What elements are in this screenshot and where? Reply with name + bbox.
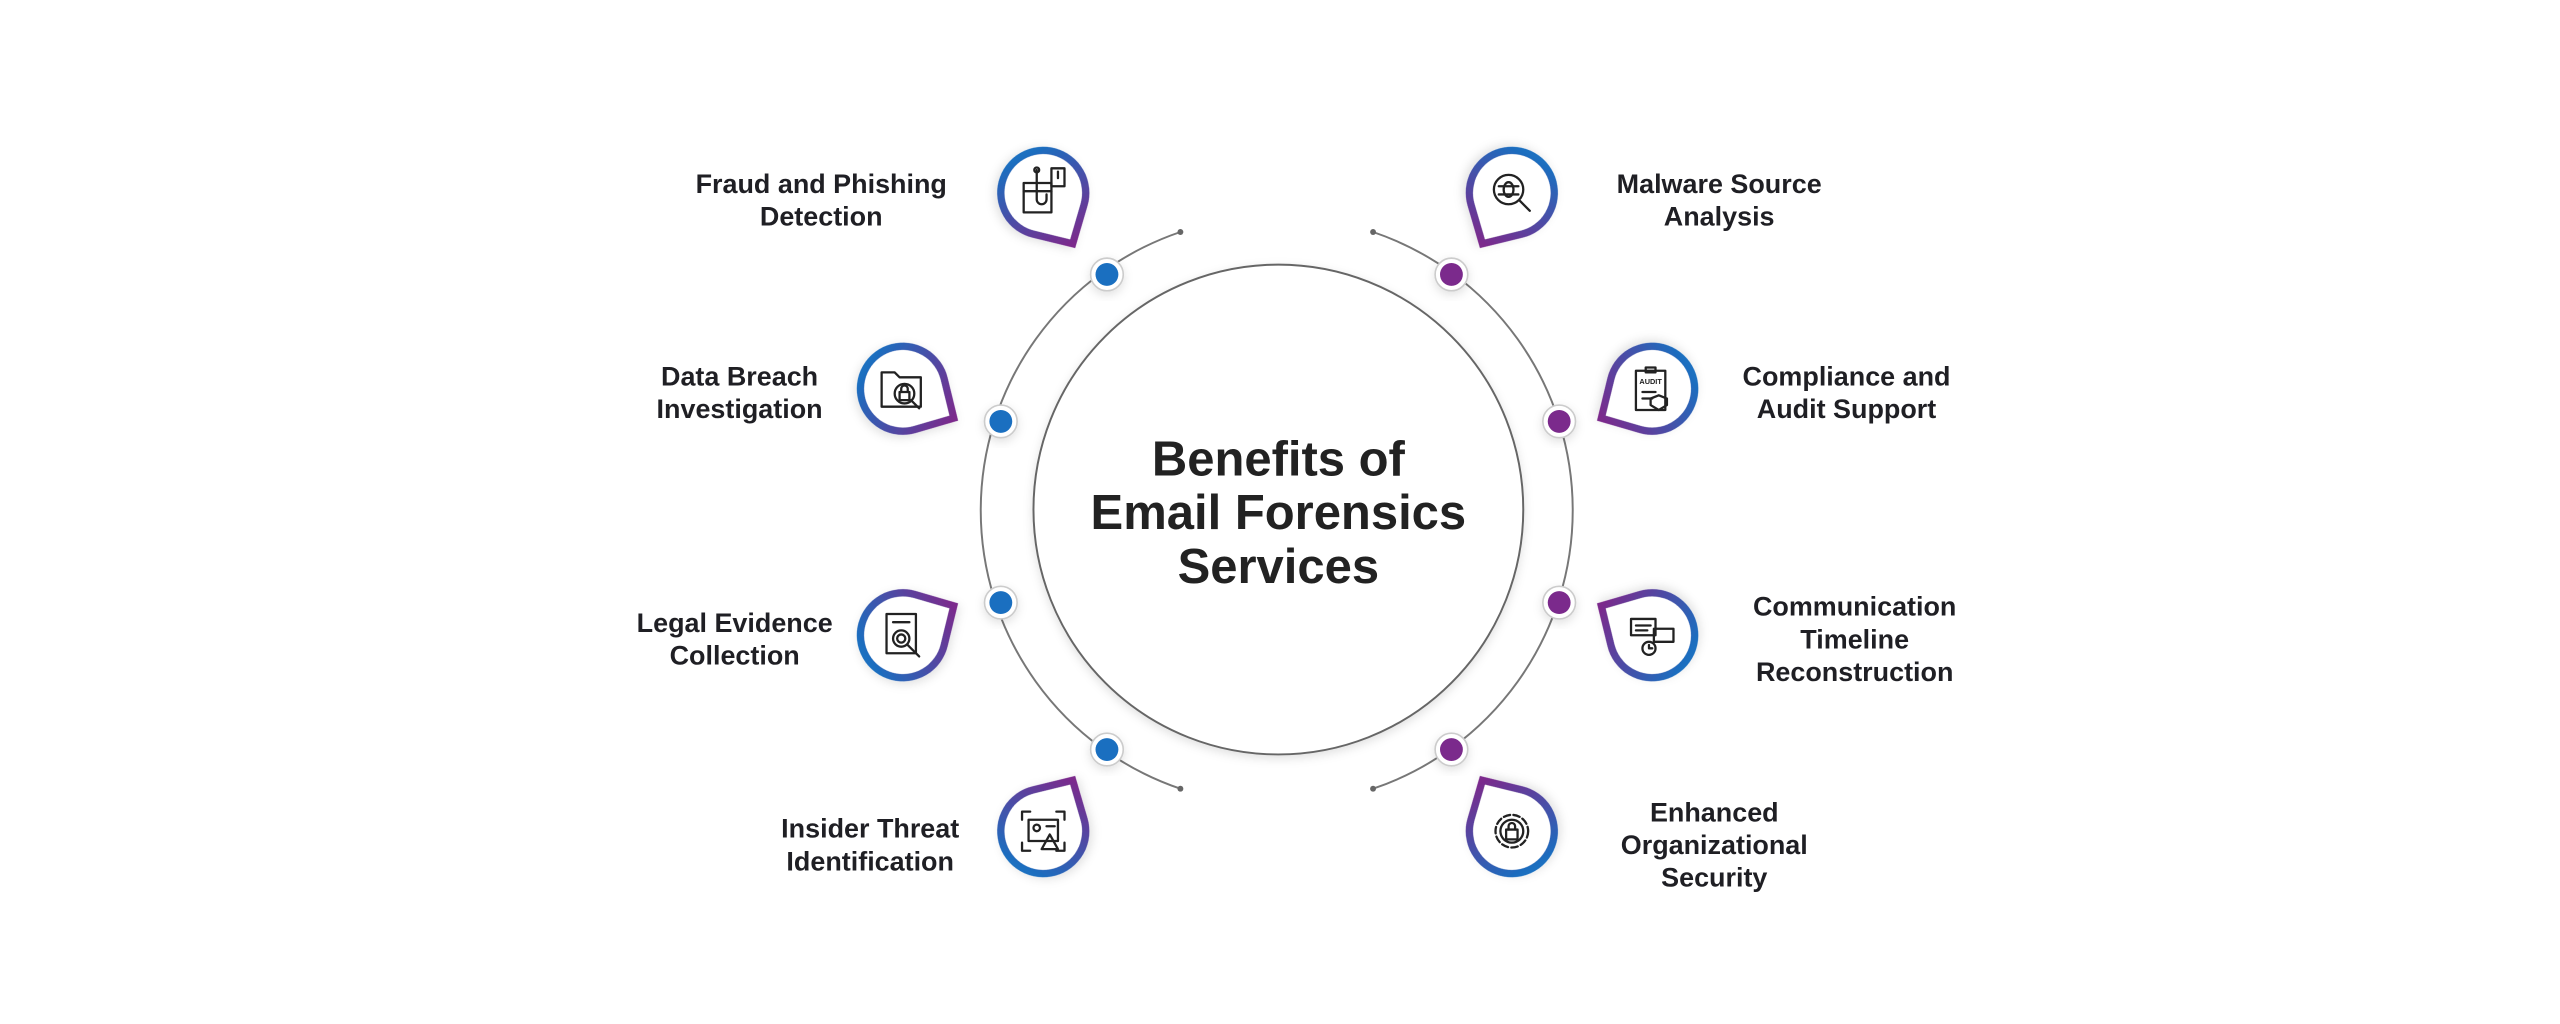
label-malware: Malware Source Analysis — [1617, 169, 1822, 232]
svg-text:Timeline: Timeline — [1800, 624, 1909, 654]
phishing-hook-icon — [1022, 166, 1066, 214]
svg-text:Audit Support: Audit Support — [1757, 394, 1936, 424]
timeline-dot — [1434, 732, 1469, 767]
pin-enhanced-security — [1446, 759, 1570, 889]
svg-text:Communication: Communication — [1753, 592, 1956, 622]
timeline-dot — [1542, 404, 1577, 439]
svg-text:Collection: Collection — [670, 641, 800, 671]
label-fraud: Fraud and Phishing Detection — [696, 169, 947, 232]
svg-text:Data Breach: Data Breach — [661, 361, 818, 391]
label-enhanced-security: Enhanced Organizational Security — [1621, 797, 1808, 892]
pin-insider-threat — [985, 759, 1109, 889]
pin-compliance: AUDIT — [1580, 331, 1710, 455]
svg-text:Analysis: Analysis — [1664, 201, 1775, 231]
timeline-dot — [983, 404, 1018, 439]
bug-magnifier-icon — [1492, 173, 1531, 212]
svg-text:Enhanced: Enhanced — [1650, 797, 1779, 827]
label-insider-threat: Insider Threat Identification — [781, 814, 959, 877]
center-circle — [1032, 263, 1525, 756]
svg-text:Compliance and: Compliance and — [1743, 361, 1951, 391]
svg-text:Detection: Detection — [760, 201, 883, 231]
pin-communication — [1580, 569, 1710, 693]
svg-text:Fraud and Phishing: Fraud and Phishing — [696, 169, 947, 199]
svg-text:Security: Security — [1661, 863, 1767, 893]
pin-fraud — [985, 135, 1109, 265]
svg-text:Reconstruction: Reconstruction — [1756, 657, 1953, 687]
right-arc — [1372, 231, 1574, 790]
timeline-dot — [1434, 257, 1469, 292]
svg-text:Investigation: Investigation — [657, 394, 823, 424]
timeline-dot — [1542, 585, 1577, 620]
chat-timeline-icon — [1629, 617, 1675, 656]
svg-text:Insider Threat: Insider Threat — [781, 814, 959, 844]
audit-icon-text: AUDIT — [1639, 377, 1662, 386]
label-compliance: Compliance and Audit Support — [1743, 361, 1951, 424]
timeline-dot — [1089, 257, 1125, 292]
timeline-dot — [983, 585, 1018, 620]
pin-legal-evidence — [845, 569, 975, 693]
svg-text:Malware Source: Malware Source — [1617, 169, 1822, 199]
title-line-3: Services — [1178, 540, 1380, 594]
id-card-warning-icon — [1020, 810, 1066, 852]
label-data-breach: Data Breach Investigation — [657, 361, 823, 424]
left-arc — [979, 231, 1181, 790]
locked-folder-search-icon — [880, 371, 922, 410]
svg-text:Organizational: Organizational — [1621, 830, 1808, 860]
label-communication: Communication Timeline Reconstruction — [1753, 592, 1956, 687]
right-dots — [1434, 257, 1577, 767]
audit-clipboard-icon — [1634, 366, 1669, 412]
left-dots — [983, 257, 1125, 767]
timeline-dot — [1089, 732, 1125, 767]
pin-data-breach — [845, 331, 975, 455]
title-line-1: Benefits of — [1152, 432, 1406, 486]
svg-text:Identification: Identification — [786, 846, 954, 876]
title-line-2: Email Forensics — [1091, 486, 1467, 540]
label-legal-evidence: Legal Evidence Collection — [637, 608, 833, 671]
document-magnifier-icon — [885, 612, 921, 658]
pin-malware — [1446, 135, 1570, 265]
gear-lock-icon — [1494, 813, 1530, 849]
svg-text:Legal Evidence: Legal Evidence — [637, 608, 833, 638]
